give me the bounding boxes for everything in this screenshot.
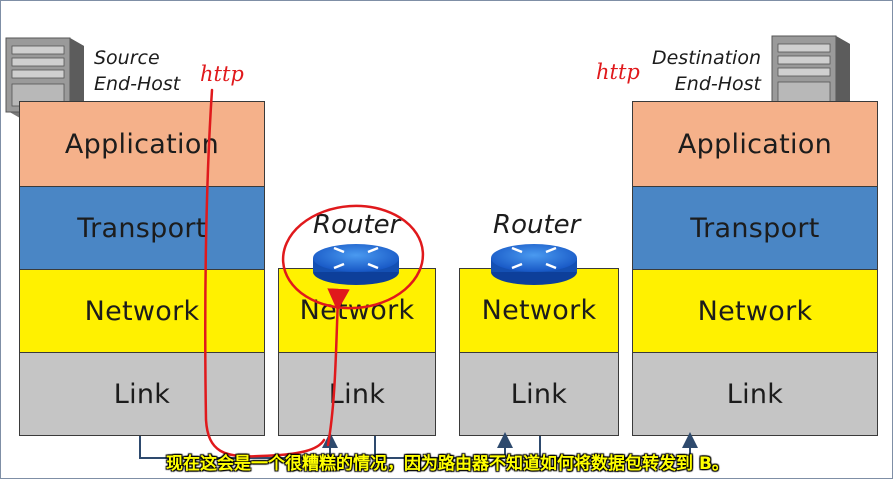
destination-http-label: http	[596, 60, 640, 84]
link-wiring	[139, 432, 698, 459]
source-http-label: http	[200, 62, 244, 86]
destination-host-stack: Application Transport Network Link	[632, 101, 878, 436]
router2-label: Router	[493, 210, 581, 240]
router1-icon	[313, 244, 399, 285]
video-subtitle: 现在这会是一个很糟糕的情况，因为路由器不知道如何将数据包转发到 B。	[166, 454, 729, 474]
destination-network-layer: Network	[633, 269, 877, 352]
source-transport-layer: Transport	[20, 186, 264, 269]
router1-link-layer: Link	[279, 352, 435, 435]
source-link-layer: Link	[20, 352, 264, 435]
source-host-stack: Application Transport Network Link	[19, 101, 265, 436]
router2-icon	[491, 244, 577, 285]
router1-label: Router	[313, 210, 401, 240]
destination-link-layer: Link	[633, 352, 877, 435]
source-host-label-line2: End-Host	[94, 73, 181, 95]
router2-link-layer: Link	[460, 352, 618, 435]
destination-host-label-line2: End-Host	[674, 73, 761, 95]
destination-application-layer: Application	[633, 102, 877, 186]
destination-host-label-line1: Destination	[651, 47, 761, 69]
source-network-layer: Network	[20, 269, 264, 352]
destination-transport-layer: Transport	[633, 186, 877, 269]
source-host-label-line1: Source	[94, 47, 160, 69]
router1-stack: Network Link	[278, 268, 436, 436]
source-application-layer: Application	[20, 102, 264, 186]
destination-server-icon	[771, 35, 850, 116]
source-host-label: Source End-Host	[94, 45, 180, 97]
red-annotation	[204, 88, 425, 458]
destination-host-label: Destination End-Host	[643, 45, 761, 97]
